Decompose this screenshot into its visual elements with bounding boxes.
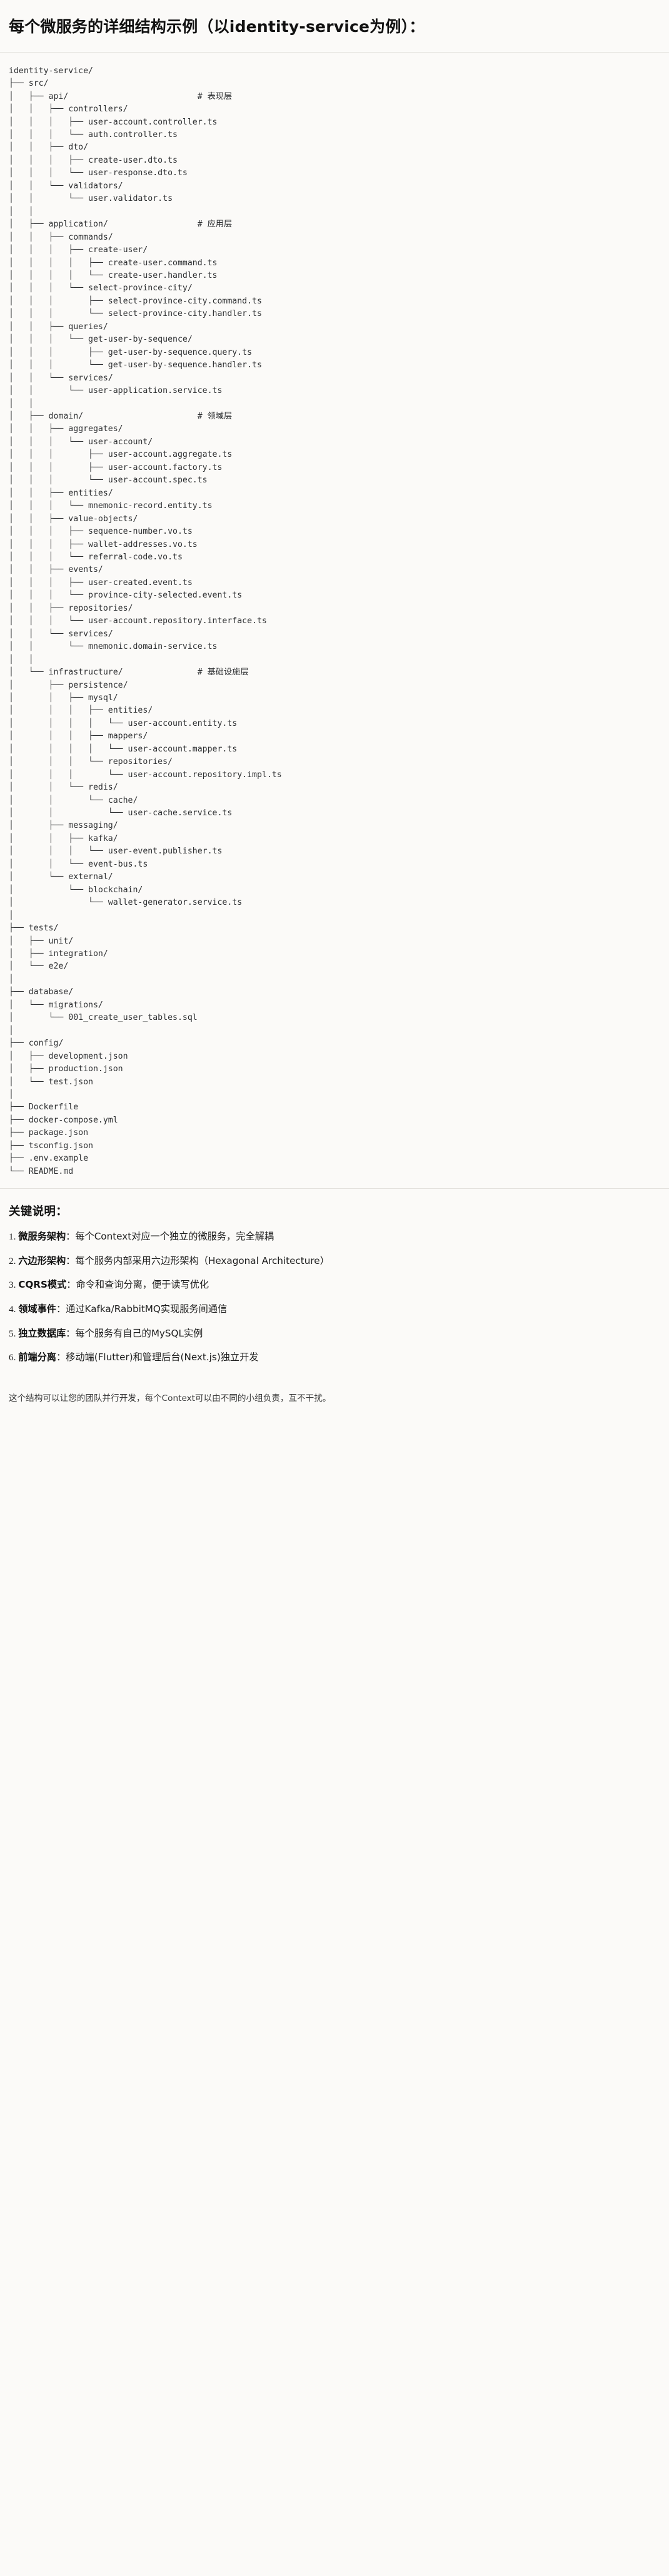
- page-title-text: 每个微服务的详细结构示例（以identity-service为例）：: [9, 18, 425, 36]
- list-item: 微服务架构：每个Context对应一个独立的微服务，完全解耦: [9, 1229, 660, 1245]
- note-rest: ：每个Context对应一个独立的微服务，完全解耦: [66, 1231, 274, 1243]
- list-item: 六边形架构：每个服务内部采用六边形架构（Hexagonal Architectu…: [9, 1253, 660, 1270]
- note-lead: CQRS模式: [18, 1279, 67, 1291]
- note-rest: ：移动端(Flutter)和管理后台(Next.js)独立开发: [56, 1352, 259, 1363]
- note-lead: 前端分离: [18, 1352, 56, 1363]
- page-title: 每个微服务的详细结构示例（以identity-service为例）：: [9, 16, 660, 38]
- note-rest: ：每个服务有自己的MySQL实例: [66, 1327, 203, 1339]
- document-header: 每个微服务的详细结构示例（以identity-service为例）：: [0, 0, 669, 53]
- closing-paragraph: 这个结构可以让您的团队并行开发，每个Context可以由不同的小组负责，互不干扰…: [0, 1382, 669, 1423]
- list-item: 独立数据库：每个服务有自己的MySQL实例: [9, 1326, 660, 1342]
- key-notes-title: 关键说明：: [9, 1205, 68, 1219]
- directory-tree-block: identity-service/ ├── src/ │ ├── api/ # …: [0, 52, 669, 1189]
- list-item: CQRS模式：命令和查询分离，便于读写优化: [9, 1277, 660, 1293]
- key-notes-section: 关键说明： 微服务架构：每个Context对应一个独立的微服务，完全解耦 六边形…: [0, 1189, 669, 1383]
- list-item: 领域事件：通过Kafka/RabbitMQ实现服务间通信: [9, 1301, 660, 1318]
- note-rest: ：通过Kafka/RabbitMQ实现服务间通信: [56, 1303, 228, 1315]
- directory-tree: identity-service/ ├── src/ │ ├── api/ # …: [9, 66, 282, 1176]
- list-item: 前端分离：移动端(Flutter)和管理后台(Next.js)独立开发: [9, 1350, 660, 1366]
- note-lead: 微服务架构: [18, 1231, 66, 1243]
- note-lead: 独立数据库: [18, 1327, 66, 1339]
- note-lead: 六边形架构: [18, 1255, 66, 1266]
- note-lead: 领域事件: [18, 1303, 56, 1315]
- key-notes-list: 微服务架构：每个Context对应一个独立的微服务，完全解耦 六边形架构：每个服…: [9, 1229, 660, 1366]
- note-rest: ：命令和查询分离，便于读写优化: [66, 1279, 209, 1291]
- document-page: 每个微服务的详细结构示例（以identity-service为例）： ident…: [0, 0, 669, 1422]
- note-rest: ：每个服务内部采用六边形架构（Hexagonal Architecture）: [66, 1255, 329, 1266]
